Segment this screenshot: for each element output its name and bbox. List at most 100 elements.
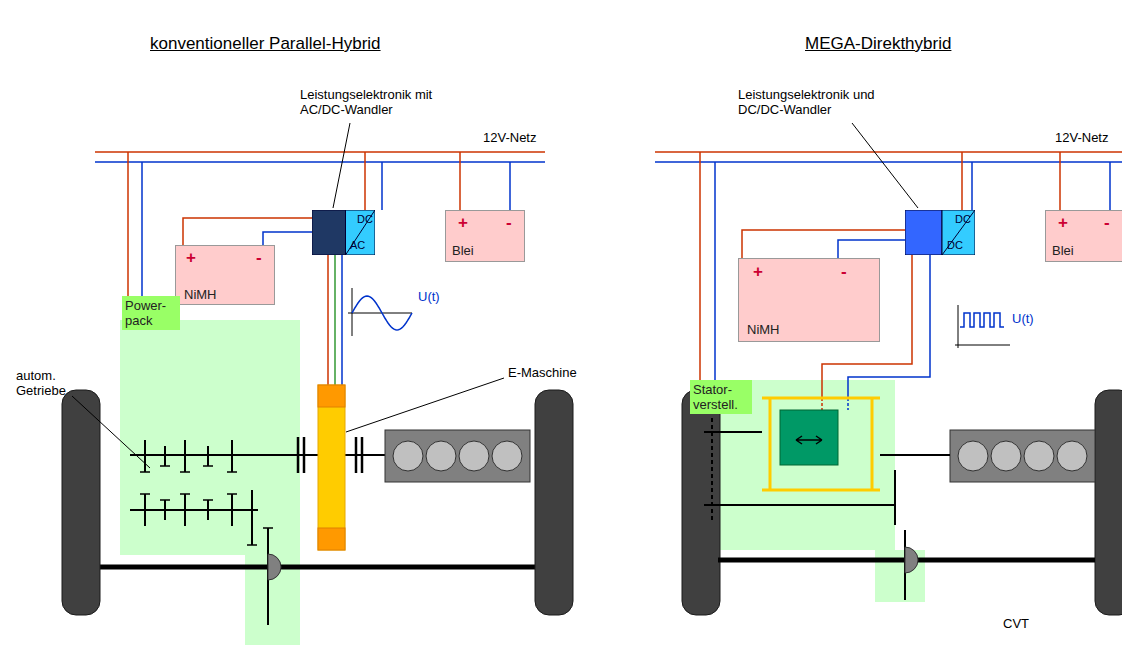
clutch [303,437,306,473]
cylinder [991,441,1021,471]
leader-line [72,396,150,468]
component-label: E-Maschine [508,366,577,381]
node-text: + [1058,214,1068,233]
bus-plus [95,151,545,153]
axle [100,565,535,570]
cylinder [459,441,489,471]
wheel [1095,390,1122,615]
node-text: - [1104,214,1110,233]
wire [127,152,129,296]
node-text: DC [947,239,963,251]
network-label: 12V-Netz [1055,131,1108,146]
node-text: AC [350,239,365,251]
node-text: Blei [452,244,474,258]
gear-tooth [160,465,170,467]
cylinder [393,441,423,471]
e-machine-end [318,528,345,550]
engine [385,430,530,482]
panel-title: MEGA-Direkthybrid [805,34,951,54]
battery-cable [183,218,312,245]
cvt-region [690,380,925,602]
gear [144,494,146,526]
node-text: Stator- verstell. [693,382,749,412]
node-text: DC [357,213,373,225]
gear [231,494,233,526]
wheel [62,390,100,615]
node-text: NiMH [184,288,217,302]
converter-diagonal [942,210,975,255]
wire [1059,152,1061,210]
gear [144,440,146,472]
converter-symbol [942,210,975,255]
gear [184,494,186,526]
battery-box: +-NiMH [175,245,275,305]
wire [699,152,701,380]
wire [459,152,461,210]
node-text: DC [955,213,971,225]
cylinder [1024,441,1054,471]
bus-plus [655,151,1122,153]
clutch [361,437,364,473]
wheel [682,390,720,615]
clutch [355,437,358,473]
output-gear [894,470,896,525]
signal-label: U(t) [1012,312,1034,327]
differential [268,554,281,580]
gear-tooth [180,471,190,473]
battery-box: +-Blei [445,210,525,262]
gear [164,500,166,520]
network-label: 12V-Netz [483,131,536,146]
dc-wire [847,398,849,410]
leader-line [852,123,918,208]
clutch [297,437,300,473]
wheel [535,390,573,615]
battery-cable [263,232,312,245]
sine-wave [352,296,412,330]
battery-box: +-Blei [1045,210,1122,262]
gear-tooth [227,471,237,473]
wire [509,162,511,210]
cvt-housing [762,398,880,490]
leader-line [333,123,350,208]
wire [364,152,366,210]
gear [207,446,209,466]
engine [950,430,1095,482]
wire [714,162,716,380]
axis [958,305,959,348]
battery-cable [742,230,905,258]
gear-tooth [704,431,720,433]
converter-symbol [346,210,376,255]
adjust-arrow [796,436,822,444]
e-machine [318,385,345,550]
cylinder [492,441,522,471]
bus-minus [655,161,1122,163]
gear [164,446,166,466]
node-text: + [186,249,196,268]
component-label: Leistungselektronik und DC/DC-Wandler [738,88,878,118]
panel-title: konventioneller Parallel-Hybrid [150,34,381,54]
counter-shaft [130,509,258,511]
power-electronics [312,210,346,255]
component-label: CVT [1003,617,1029,632]
gear-tooth [263,527,273,529]
node-text: - [506,214,512,233]
battery-cable [838,240,905,258]
gear [207,500,209,520]
cylinder [958,441,988,471]
wire [141,162,143,296]
gear [231,440,233,472]
powerpack-label: Power- pack [122,296,180,330]
axis [955,345,1010,346]
differential [905,547,918,573]
node-text: + [753,263,763,282]
gear-tooth [180,493,190,495]
stator-label: Stator- verstell. [690,380,752,414]
leader-line [346,378,504,432]
cylinder [426,441,456,471]
gear-tooth [140,471,150,473]
wire [961,152,963,210]
phase-wire [327,255,329,385]
node-text: Power- pack [125,298,177,328]
power-electronics [905,210,942,255]
gear-tooth [247,544,257,546]
